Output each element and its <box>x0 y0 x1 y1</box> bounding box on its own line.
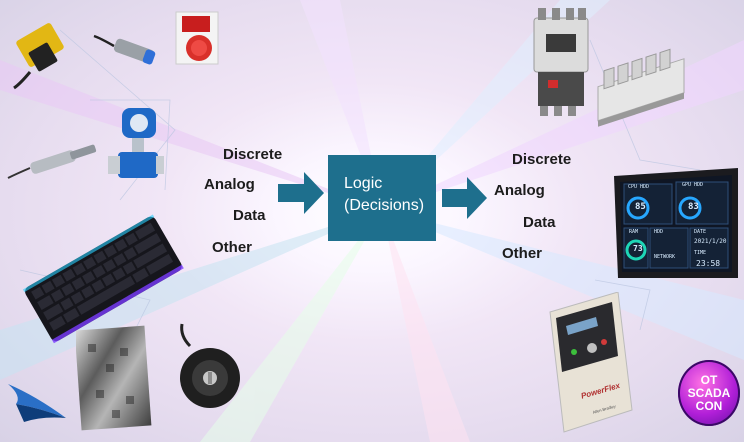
valve-manifold-image <box>597 48 685 127</box>
logic-title: Logic <box>344 175 383 192</box>
gpu-value: 83 <box>688 202 699 212</box>
cpu-title: CPU HDD <box>628 184 650 190</box>
time-label: TIME <box>694 250 707 256</box>
ram-label: RAM <box>629 229 639 235</box>
input-label-other: Other <box>212 239 253 256</box>
pressure-transmitter-image <box>7 144 97 179</box>
output-label-analog: Analog <box>494 182 545 199</box>
date-value: 2021/1/20 <box>694 238 727 245</box>
input-arrow <box>278 172 324 214</box>
ram-value: 73 <box>633 244 643 253</box>
badge-line-ot: OT <box>700 372 718 387</box>
input-label-data: Data <box>233 207 266 224</box>
monitor-text-layer: CPU HDD GPU HDD 85 83 RAM 73 HDD NETWORK… <box>628 182 728 272</box>
output-label-discrete: Discrete <box>512 151 572 168</box>
proximity-sensor-image <box>93 34 156 65</box>
output-label-data: Data <box>523 214 556 231</box>
company-logo-icon <box>8 384 66 422</box>
system-monitor-screen-image <box>614 168 738 278</box>
time-value: 23:58 <box>696 259 721 268</box>
hdd-label: HDD <box>654 229 664 235</box>
contactor-image <box>533 8 589 116</box>
rotary-encoder-image <box>180 323 240 408</box>
network-label: NETWORK <box>654 254 676 260</box>
badge-line-scada: SCADA <box>687 385 731 400</box>
flow-meter-image <box>108 108 164 178</box>
ot-scada-con-logo: OT SCADA CON <box>678 360 740 426</box>
input-label-discrete: Discrete <box>223 146 283 163</box>
input-label-analog: Analog <box>204 176 255 193</box>
push-button-image <box>175 11 219 65</box>
output-label-other: Other <box>502 245 543 262</box>
cpu-value: 85 <box>635 202 646 212</box>
date-label: DATE <box>694 229 707 235</box>
noise-texture-image <box>76 325 152 431</box>
output-arrow <box>442 177 487 219</box>
photoelectric-sensor-image <box>13 23 64 90</box>
logic-decisions-box: Logic (Decisions) <box>328 155 436 241</box>
powerflex-drive-image <box>549 292 633 433</box>
gpu-title: GPU HDD <box>682 182 704 188</box>
logic-subtitle: (Decisions) <box>344 197 425 214</box>
keyboard-image <box>22 214 184 344</box>
badge-line-con: CON <box>695 398 723 413</box>
